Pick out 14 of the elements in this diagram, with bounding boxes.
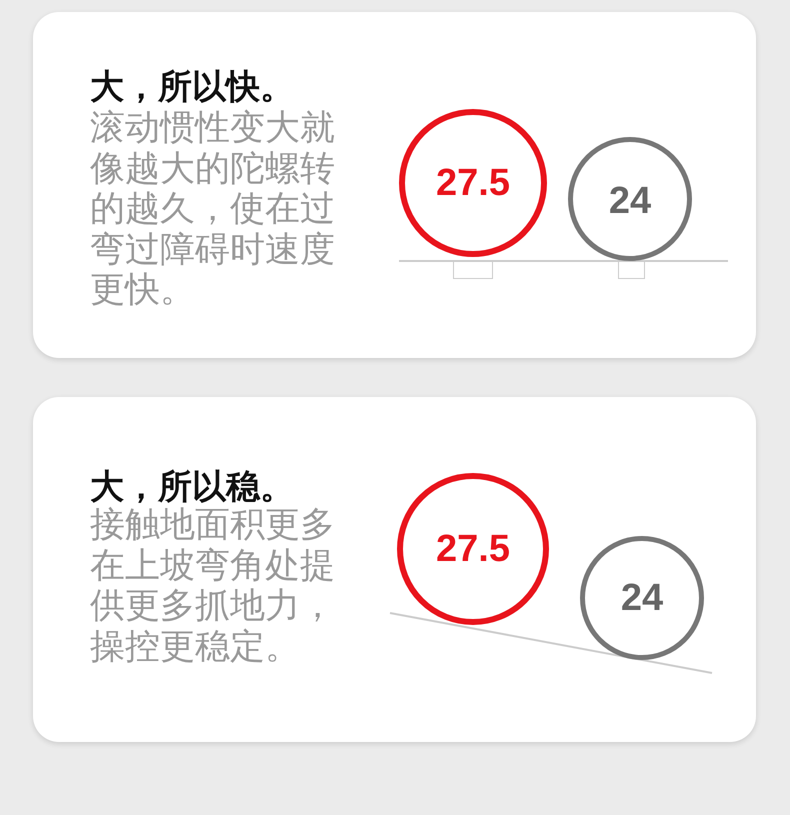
body-text: 接触地面积更多在上坡弯角处提供更多抓地力，操控更稳定。 — [90, 505, 336, 668]
card-heading: 大，所以快。 — [90, 67, 294, 107]
ring-circle — [399, 109, 547, 257]
body-text: 滚动惯性变大就像越大的陀螺转的越久，使在过弯过障碍时速度更快。 — [90, 108, 336, 311]
ring-circle — [580, 536, 704, 660]
info-card — [33, 12, 756, 358]
ring-circle — [397, 473, 549, 625]
ring-circle — [568, 137, 692, 261]
info-card — [33, 397, 756, 742]
size-number: 27.5 — [436, 529, 510, 569]
size-number: 24 — [608, 181, 652, 221]
size-number: 27.5 — [436, 163, 510, 203]
size-number: 24 — [620, 578, 664, 618]
card-heading: 大，所以稳。 — [90, 467, 294, 507]
